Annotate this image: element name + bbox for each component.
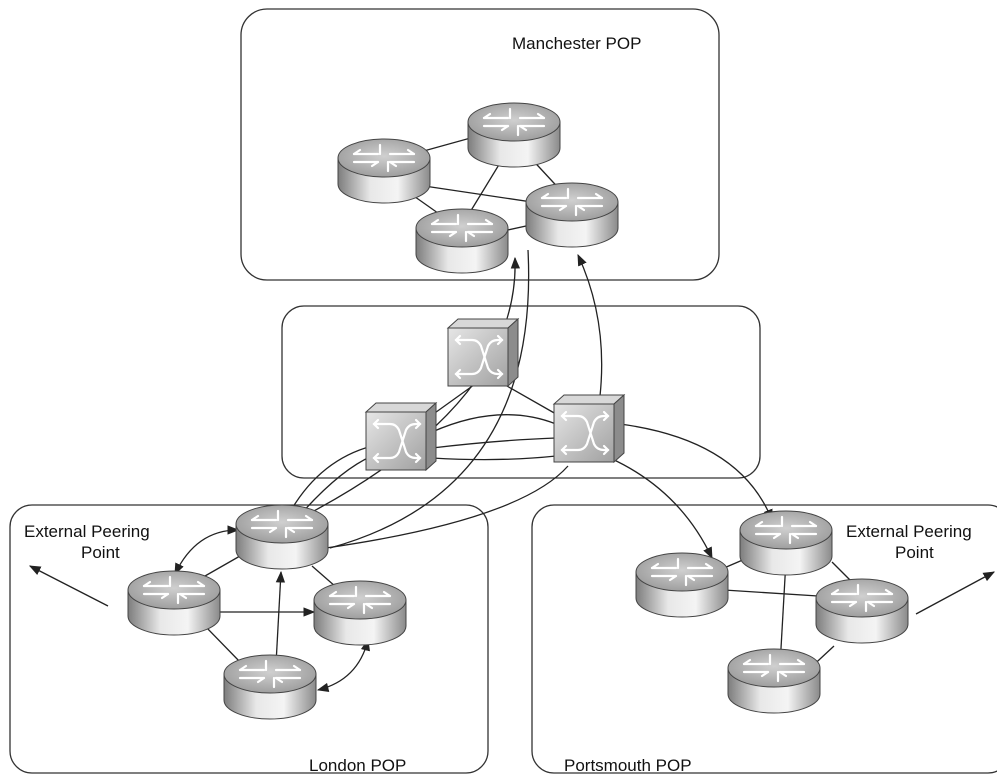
portsmouth-pop-label: Portsmouth POP: [564, 756, 692, 775]
atm-switch-icon: [364, 401, 438, 472]
router-icon: [312, 579, 408, 647]
london-pop-box: [9, 504, 489, 774]
router-icon: [726, 647, 822, 715]
router-icon: [814, 577, 910, 645]
manchester-pop-box: [240, 8, 720, 281]
router-icon: [414, 207, 510, 275]
router-icon: [222, 653, 318, 721]
external-peering-left-line2: Point: [81, 543, 120, 562]
core-switch-box: [281, 305, 761, 479]
router-icon: [336, 137, 432, 205]
external-peering-right-line2: Point: [895, 543, 934, 562]
london-pop-label: London POP: [309, 756, 406, 775]
router-icon: [126, 569, 222, 637]
router-icon: [466, 101, 562, 169]
atm-switch-icon: [446, 317, 520, 388]
portsmouth-pop-box: [531, 504, 997, 774]
router-icon: [234, 503, 330, 571]
manchester-pop-label: Manchester POP: [512, 34, 641, 53]
router-icon: [738, 509, 834, 577]
router-icon: [524, 181, 620, 249]
external-peering-left-line1: External Peering: [24, 522, 150, 541]
external-peering-right-line1: External Peering: [846, 522, 972, 541]
router-icon: [634, 551, 730, 619]
atm-switch-icon: [552, 393, 626, 464]
